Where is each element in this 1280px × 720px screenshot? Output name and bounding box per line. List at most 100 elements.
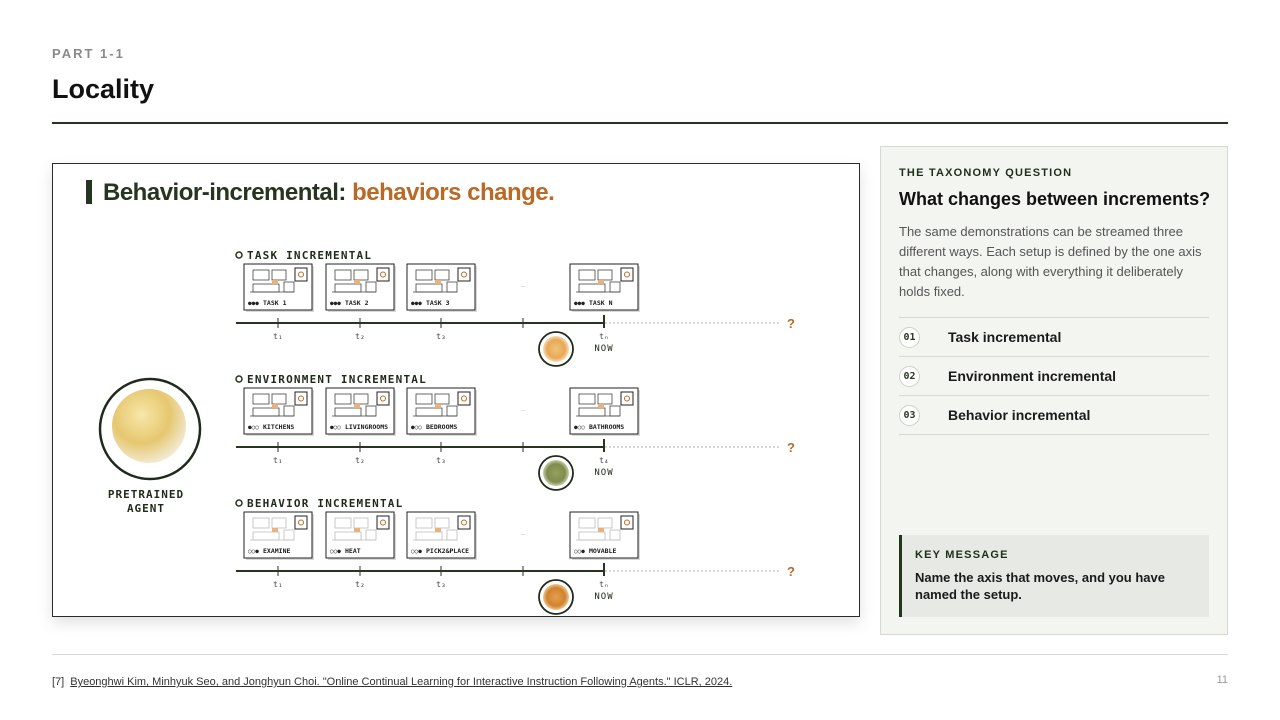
citation: [7] Byeonghwi Kim, Minhyuk Seo, and Jongh… bbox=[52, 676, 732, 688]
scene-card: ●●● TASK N bbox=[569, 263, 640, 312]
scene-table bbox=[415, 531, 443, 541]
tick-label: t₁ bbox=[273, 332, 283, 341]
card-dots: ○○● bbox=[330, 548, 341, 555]
action-icon bbox=[620, 515, 634, 530]
action-icon bbox=[457, 267, 471, 282]
figure-headline: Behavior-incremental: behaviors change. bbox=[103, 179, 554, 206]
citation-number: [7] bbox=[52, 676, 65, 688]
unknown-future-mark: ? bbox=[787, 440, 795, 455]
tick-label: t₂ bbox=[355, 456, 365, 465]
option-number-badge: 02 bbox=[899, 365, 920, 387]
tick-label: t₂ bbox=[355, 332, 365, 341]
scene-cabinet bbox=[415, 517, 433, 529]
now-label: NOW bbox=[594, 592, 613, 602]
option-list: 01 Task incremental 02 Environment incre… bbox=[899, 317, 1209, 435]
option-label: Behavior incremental bbox=[948, 407, 1091, 423]
scene-table bbox=[252, 531, 280, 541]
section-eyebrow: PART 1-1 bbox=[52, 46, 125, 61]
option-behavior-incremental[interactable]: 03 Behavior incremental bbox=[899, 396, 1209, 435]
scene-window bbox=[597, 393, 613, 405]
scene-card: ●○○ BEDROOMS bbox=[406, 387, 477, 436]
action-icon bbox=[457, 391, 471, 406]
scene-card: ●○○KITCHENS bbox=[243, 387, 314, 436]
scene-table bbox=[252, 283, 280, 293]
card-dots: ○○● bbox=[574, 548, 585, 555]
scene-card: ●○○LIVINGROOMS bbox=[325, 387, 396, 436]
taxonomy-panel: THE TAXONOMY QUESTION What changes betwe… bbox=[880, 146, 1228, 635]
action-icon bbox=[457, 515, 471, 530]
headline-accent: behaviors change. bbox=[352, 179, 554, 206]
now-label: NOW bbox=[594, 468, 613, 478]
card-label: BEDROOMS bbox=[426, 423, 457, 431]
scene-object bbox=[354, 528, 360, 532]
action-icon bbox=[294, 391, 308, 406]
action-glyph bbox=[461, 271, 467, 278]
card-label: TASK 2 bbox=[345, 299, 369, 307]
panel-heading: What changes between increments? bbox=[899, 189, 1211, 209]
scene-appliance bbox=[609, 281, 621, 293]
scene-window bbox=[353, 517, 369, 529]
scene-object bbox=[272, 404, 278, 408]
action-glyph bbox=[461, 395, 467, 402]
card-dots: ●●● bbox=[411, 300, 422, 307]
scene-card: ○○● MOVABLE bbox=[569, 511, 640, 560]
panel-description: The same demonstrations can be streamed … bbox=[899, 224, 1202, 299]
scene-window bbox=[434, 517, 450, 529]
action-glyph bbox=[298, 519, 304, 526]
scene-appliance bbox=[283, 281, 295, 293]
now-label: NOW bbox=[594, 344, 613, 354]
card-label: MOVABLE bbox=[589, 547, 616, 555]
tick-label: t₄ bbox=[599, 456, 609, 465]
scene-cabinet bbox=[415, 393, 433, 405]
card-dots: ●●● bbox=[574, 300, 585, 307]
scene-card: ●●●TASK 3 bbox=[406, 263, 477, 312]
tick-label: t₃ bbox=[436, 580, 446, 589]
card-dots: ●○○ bbox=[574, 424, 585, 431]
scene-cabinet bbox=[334, 393, 352, 405]
scene-card: ●○○BATHROOMS bbox=[569, 387, 640, 436]
card-dots: ●●● bbox=[248, 300, 259, 307]
scene-cabinet bbox=[334, 269, 352, 281]
scene-appliance bbox=[609, 405, 621, 417]
citation-link[interactable]: Byeonghwi Kim, Minhyuk Seo, and Jonghyun… bbox=[70, 676, 733, 688]
scene-window bbox=[353, 393, 369, 405]
current-agent-orb bbox=[543, 460, 569, 486]
unknown-future-mark: ? bbox=[787, 316, 795, 331]
scene-appliance bbox=[283, 405, 295, 417]
scene-appliance bbox=[365, 529, 377, 541]
tick-label: t₁ bbox=[273, 580, 283, 589]
action-icon bbox=[294, 267, 308, 282]
scene-table bbox=[578, 531, 606, 541]
card-dots: ●○○ bbox=[330, 424, 341, 431]
footer-divider bbox=[52, 654, 1228, 655]
scene-object bbox=[272, 528, 278, 532]
scene-appliance bbox=[365, 281, 377, 293]
action-glyph bbox=[380, 519, 386, 526]
pretrained-agent: PRETRAINED AGENT bbox=[98, 377, 202, 515]
current-agent-orb bbox=[543, 584, 569, 610]
scene-object bbox=[354, 404, 360, 408]
option-environment-incremental[interactable]: 02 Environment incremental bbox=[899, 357, 1209, 396]
scene-object bbox=[272, 280, 278, 284]
page-number: 11 bbox=[1216, 674, 1228, 686]
card-dots: ○○● bbox=[248, 548, 259, 555]
row-bullet bbox=[235, 375, 243, 383]
unknown-future-mark: ? bbox=[787, 564, 795, 579]
scene-window bbox=[353, 269, 369, 281]
key-message-box: KEY MESSAGE Name the axis that moves, an… bbox=[899, 535, 1209, 617]
option-label: Task incremental bbox=[948, 329, 1062, 345]
card-dots: ●○○ bbox=[411, 424, 422, 431]
current-agent-orb bbox=[543, 336, 569, 362]
agent-label-line2: AGENT bbox=[127, 502, 165, 515]
tick-label: tₙ bbox=[599, 332, 609, 341]
scene-cabinet bbox=[252, 517, 270, 529]
option-task-incremental[interactable]: 01 Task incremental bbox=[899, 318, 1209, 357]
card-label: TASK N bbox=[589, 299, 613, 307]
action-glyph bbox=[380, 271, 386, 278]
scene-object bbox=[435, 404, 441, 408]
scene-cabinet bbox=[334, 517, 352, 529]
action-glyph bbox=[624, 395, 630, 402]
row-title: TASK INCREMENTAL bbox=[247, 249, 372, 262]
card-label: TASK 1 bbox=[263, 299, 287, 307]
scene-table bbox=[252, 407, 280, 417]
